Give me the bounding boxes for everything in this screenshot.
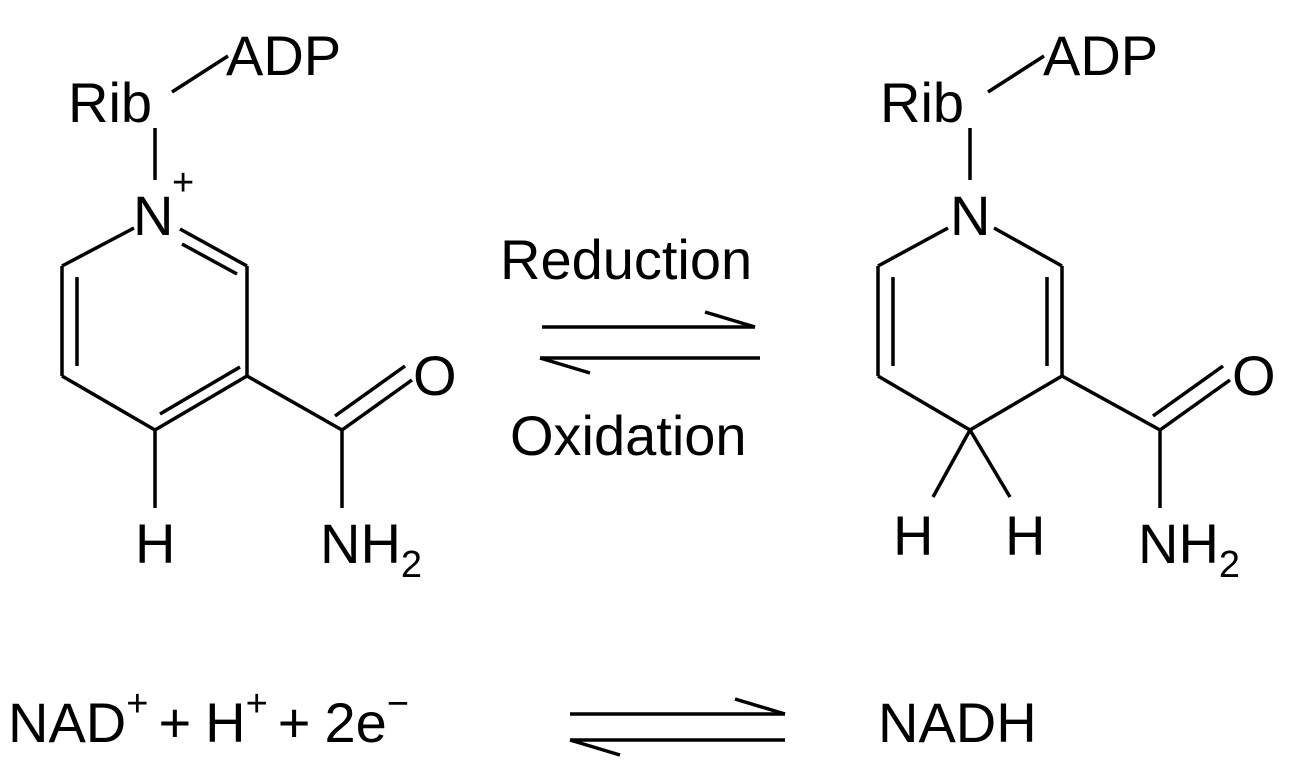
positive-charge: + <box>172 162 194 204</box>
reverse-arrow-head <box>539 356 591 375</box>
reduction-label: Reduction <box>500 228 752 291</box>
product-label: NADH <box>878 691 1037 754</box>
ring-double-bond <box>181 242 238 276</box>
c-o-double-bond <box>333 364 407 418</box>
reaction-arrows: Reduction Oxidation <box>500 228 760 467</box>
hydrogen-label: H <box>1005 504 1045 567</box>
hydrogen-label: H <box>135 512 175 575</box>
ring-bond <box>877 226 949 268</box>
ring-bond <box>877 374 971 432</box>
c-o-bond <box>1158 378 1232 432</box>
amide-label: NH2 <box>320 512 422 586</box>
c-h-bond <box>931 429 972 498</box>
ring-bond <box>993 226 1063 268</box>
nad-plus-structure: Rib ADP N + H O NH2 <box>60 24 457 586</box>
carbonyl-bond <box>246 374 343 432</box>
forward-arrow-head <box>734 697 786 716</box>
ring-bond <box>154 374 248 432</box>
ring-bond <box>61 374 156 432</box>
adp-label: ADP <box>1043 24 1158 87</box>
oxygen-label: O <box>1232 344 1276 407</box>
c-h-bond <box>968 429 1012 498</box>
oxidation-label: Oxidation <box>510 404 747 467</box>
rib-adp-bond <box>171 54 229 94</box>
carbonyl-bond <box>1061 374 1161 432</box>
hydrogen-label: H <box>893 504 933 567</box>
adp-label: ADP <box>226 24 341 87</box>
c-o-bond <box>340 378 414 432</box>
reverse-arrow-head <box>569 738 621 757</box>
ring-double-bond <box>159 365 241 416</box>
reactants-label: NAD++H++2e− <box>8 683 409 754</box>
ring-bond <box>61 226 135 268</box>
c-o-double-bond <box>1151 364 1225 418</box>
ribose-label: Rib <box>68 71 152 134</box>
forward-arrow-head <box>704 310 756 329</box>
ribose-label: Rib <box>880 71 964 134</box>
oxygen-label: O <box>413 344 457 407</box>
rib-adp-bond <box>987 54 1045 94</box>
summary-equation: NAD++H++2e− NADH <box>8 683 1037 757</box>
amide-label: NH2 <box>1138 512 1240 586</box>
ring-bond <box>969 374 1063 432</box>
nitrogen-label: N <box>950 184 990 247</box>
nadh-structure: Rib ADP N H H O NH2 <box>876 24 1276 586</box>
ring-bond <box>179 227 248 268</box>
nitrogen-label: N <box>133 184 173 247</box>
